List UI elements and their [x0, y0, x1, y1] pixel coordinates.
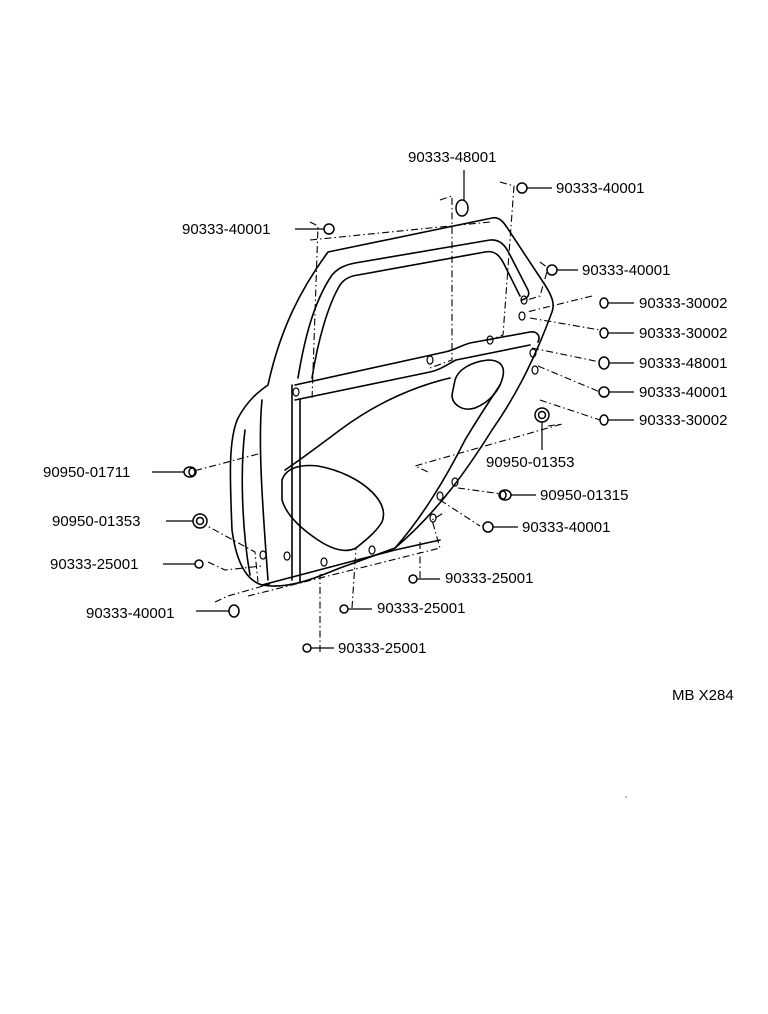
- part-label: 90333-30002: [639, 325, 727, 342]
- part-label: 90950-01353: [52, 513, 140, 530]
- panel-hole: [520, 295, 528, 305]
- part-label: 90333-30002: [639, 412, 727, 429]
- window-frame: [297, 239, 530, 379]
- panel-hole: [283, 551, 291, 561]
- plug-icon: [228, 604, 240, 618]
- pillar-line-4: [241, 429, 251, 576]
- part-label: 90333-40001: [522, 519, 610, 536]
- plug-icon: [546, 264, 558, 276]
- part-labels: 90333-48001 90333-40001 90333-40001 9033…: [43, 149, 727, 657]
- part-label: 90333-30002: [639, 295, 727, 312]
- panel-hole: [436, 491, 444, 501]
- part-label: 90333-40001: [86, 605, 174, 622]
- plug-icon: [455, 199, 469, 217]
- phantom-lines: [189, 181, 601, 652]
- drawing-reference-code: MB X284: [672, 687, 734, 704]
- part-label: 90950-01315: [540, 487, 628, 504]
- pillar-line-3: [259, 399, 269, 581]
- plug-icon: [599, 327, 609, 339]
- part-label: 90333-40001: [639, 384, 727, 401]
- panel-hole: [529, 348, 537, 358]
- panel-hole: [426, 355, 434, 365]
- panel-hole: [518, 311, 526, 321]
- plug-icon: [598, 386, 610, 398]
- plug-icon: [408, 574, 418, 584]
- part-label: 90950-01353: [486, 454, 574, 471]
- plug-icon: [516, 182, 528, 194]
- grommet-inner-icon: [195, 516, 205, 526]
- window-frame-inner: [311, 250, 521, 379]
- plug-icon: [194, 559, 204, 569]
- part-label: 90333-40001: [582, 262, 670, 279]
- part-label: 90333-25001: [338, 640, 426, 657]
- plug-icon: [339, 604, 349, 614]
- door-outer-shell: [229, 216, 554, 587]
- inner-panel-edge-lower: [394, 384, 501, 549]
- grommet-inner-icon: [188, 467, 196, 477]
- plug-icon: [598, 356, 610, 370]
- service-hole-lower: [281, 464, 385, 552]
- hole-plugs: [183, 182, 610, 653]
- part-label: 90333-25001: [377, 600, 465, 617]
- panel-hole: [531, 365, 539, 375]
- panel-hole: [320, 557, 328, 567]
- part-label: 90333-40001: [182, 221, 270, 238]
- panel-hole: [368, 545, 376, 555]
- plug-icon: [599, 414, 609, 426]
- panel-hole: [451, 477, 459, 487]
- scan-speck: [625, 796, 627, 798]
- part-label: 90333-25001: [50, 556, 138, 573]
- beltline-lower: [294, 344, 531, 401]
- inner-panel-edge: [284, 377, 451, 471]
- part-label: 90333-25001: [445, 570, 533, 587]
- beltline: [294, 331, 540, 386]
- leader-lines: [152, 170, 634, 649]
- rear-door-panel: [229, 216, 554, 587]
- grommet-inner-icon: [499, 490, 507, 500]
- panel-hole: [429, 513, 437, 523]
- plug-icon: [599, 297, 609, 309]
- bottom-hem: [261, 539, 441, 586]
- panel-hole: [486, 335, 494, 345]
- panel-hole: [259, 550, 267, 560]
- plug-icon: [323, 223, 335, 235]
- part-label: 90333-48001: [408, 149, 496, 166]
- plug-icon: [302, 643, 312, 653]
- panel-hole: [292, 387, 300, 397]
- plug-icon: [482, 521, 494, 533]
- grommet-inner-icon: [537, 410, 547, 420]
- part-label: 90333-40001: [556, 180, 644, 197]
- part-label: 90950-01711: [43, 464, 130, 481]
- part-label: 90333-48001: [639, 355, 727, 372]
- service-hole-upper: [451, 359, 505, 410]
